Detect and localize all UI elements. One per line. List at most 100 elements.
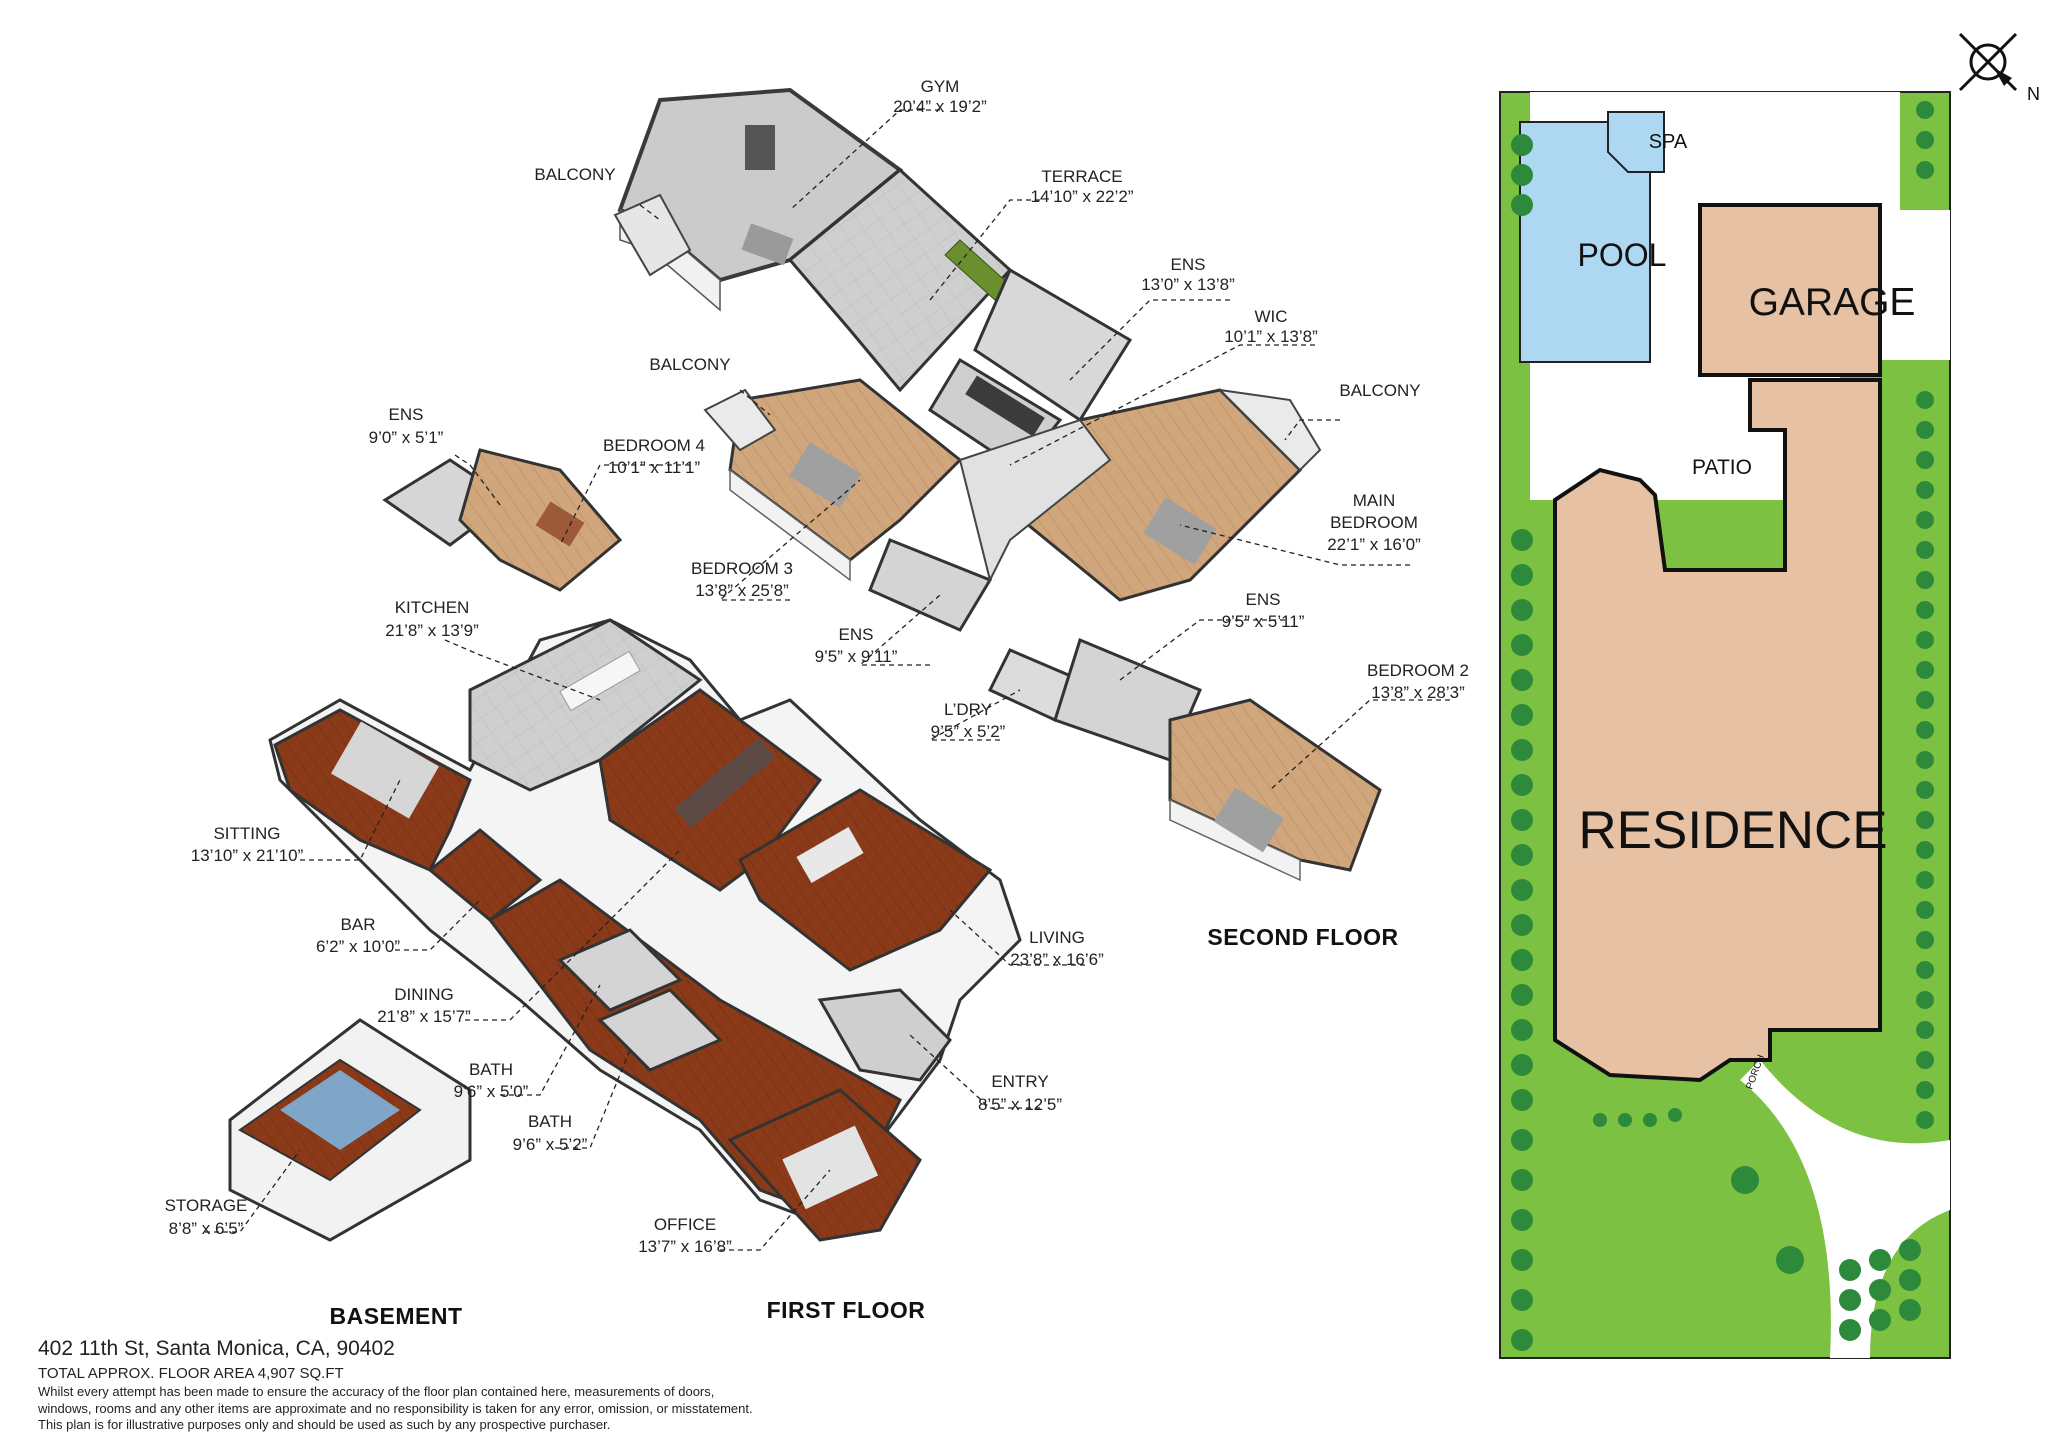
office-label: OFFICE bbox=[654, 1215, 716, 1234]
wic-label: WIC bbox=[1254, 307, 1287, 326]
compass-north-label: N bbox=[2027, 84, 2040, 104]
living-sofa bbox=[796, 827, 864, 883]
main-bedroom-dims: 22’1” x 16’0” bbox=[1327, 535, 1421, 554]
room-labels: GYM 20’4” x 19’2” BALCONY TERRACE 14’10”… bbox=[165, 77, 1469, 1256]
main-bedroom-label: MAIN bbox=[1353, 491, 1396, 510]
second-floor-plan bbox=[382, 87, 1382, 882]
ens-b4-dims: 9’0” x 5’1” bbox=[369, 428, 444, 447]
kitchen-dims: 21’8” x 13’9” bbox=[385, 621, 479, 640]
garage-building bbox=[1698, 203, 1882, 377]
office-rug bbox=[782, 1125, 879, 1210]
storage-label: STORAGE bbox=[165, 1196, 248, 1215]
bedroom-2-bed bbox=[1213, 787, 1285, 853]
compass-icon bbox=[1958, 32, 2018, 92]
bedroom-4-bed bbox=[535, 501, 585, 547]
dining-table bbox=[674, 737, 776, 829]
first-floor-title: FIRST FLOOR bbox=[767, 1297, 926, 1323]
ens-main-dims: 13’0” x 13’8” bbox=[1141, 275, 1235, 294]
bedroom-3-bed bbox=[788, 442, 862, 508]
second-floor-hallway bbox=[958, 418, 1112, 583]
bedroom4-label: BEDROOM 4 bbox=[603, 436, 705, 455]
storage-dims: 8’8” x 6’5” bbox=[169, 1219, 244, 1238]
bath-2-room bbox=[597, 988, 723, 1072]
gym-balcony bbox=[613, 193, 692, 277]
bath-1-room bbox=[557, 928, 683, 1012]
bedroom2-label: BEDROOM 2 bbox=[1367, 661, 1469, 680]
spa-label: SPA bbox=[1649, 131, 1688, 153]
bath1-label: BATH bbox=[469, 1060, 513, 1079]
ens-main-label: ENS bbox=[1171, 255, 1206, 274]
main-bedroom-balcony bbox=[1217, 388, 1322, 472]
entry-dims: 8’5” x 12’5” bbox=[978, 1095, 1062, 1114]
terrace-area bbox=[787, 168, 1013, 393]
balcony-gym-label: BALCONY bbox=[534, 165, 615, 184]
living-dims: 23’8” x 16’6” bbox=[1010, 950, 1104, 969]
kitchen-island bbox=[559, 650, 641, 712]
residence-building bbox=[1553, 378, 1882, 1083]
main-bedroom-bed bbox=[1143, 497, 1217, 565]
wic-dims: 10’1” x 13’8” bbox=[1224, 327, 1318, 346]
bar-label: BAR bbox=[341, 915, 376, 934]
living-label: LIVING bbox=[1029, 928, 1085, 947]
basement-title: BASEMENT bbox=[329, 1303, 462, 1329]
wic-shelving bbox=[965, 375, 1045, 437]
office-dims: 13’7” x 16’8” bbox=[638, 1237, 732, 1256]
bedroom2-dims: 13’8” x 28’3” bbox=[1371, 683, 1465, 702]
gym-label: GYM bbox=[921, 77, 960, 96]
bath2-label: BATH bbox=[528, 1112, 572, 1131]
bedroom4-dims: 10’1” x 11’1” bbox=[608, 458, 701, 477]
entry-label: ENTRY bbox=[991, 1072, 1048, 1091]
garage-label: GARAGE bbox=[1749, 281, 1916, 324]
hedge-trees bbox=[1511, 101, 1934, 1351]
bedroom-3-balcony bbox=[703, 388, 777, 452]
spa bbox=[1607, 111, 1665, 173]
bedroom3-dims: 13’8” x 25’8” bbox=[695, 581, 789, 600]
ens-b2-label: ENS bbox=[1246, 590, 1281, 609]
bedroom-3-wall bbox=[729, 468, 851, 582]
property-address: 402 11th St, Santa Monica, CA, 90402 bbox=[38, 1337, 395, 1360]
total-floor-area: TOTAL APPROX. FLOOR AREA 4,907 SQ.FT bbox=[38, 1365, 344, 1382]
residence-label: RESIDENCE bbox=[1578, 801, 1887, 860]
kitchen-label: KITCHEN bbox=[395, 598, 470, 617]
laundry-label: L’DRY bbox=[944, 700, 992, 719]
first-floor-plan bbox=[268, 618, 1022, 1242]
gym-equipment bbox=[745, 125, 775, 170]
living-room-floor bbox=[738, 788, 993, 972]
sitting-dims: 13’10” x 21’10” bbox=[191, 846, 304, 865]
terrace-label: TERRACE bbox=[1041, 167, 1122, 186]
laundry-dims: 9’5” x 5’2” bbox=[931, 722, 1006, 741]
bar-floor bbox=[427, 828, 543, 922]
ens-b4-label: ENS bbox=[389, 405, 424, 424]
leader-lines bbox=[205, 109, 1450, 1251]
terrace-planter bbox=[944, 239, 1011, 301]
front-walkway bbox=[1740, 1060, 1950, 1358]
basement-plan bbox=[228, 1018, 472, 1242]
second-floor-title: SECOND FLOOR bbox=[1207, 924, 1398, 950]
ens-b3-dims: 9’5” x 9’11” bbox=[815, 647, 898, 666]
balcony-main-label: BALCONY bbox=[1339, 381, 1420, 400]
bedroom-3-ensuite bbox=[868, 538, 993, 632]
gym-bed bbox=[741, 223, 794, 266]
entry-floor bbox=[817, 988, 952, 1082]
terrace-dims: 14’10” x 22’2” bbox=[1030, 187, 1133, 206]
gym-dims: 20’4” x 19’2” bbox=[893, 97, 987, 116]
dining-dims: 21’8” x 15’7” bbox=[377, 1007, 471, 1026]
disclaimer-line-3: This plan is for illustrative purposes o… bbox=[38, 1417, 611, 1432]
sitting-rug bbox=[331, 721, 439, 819]
balcony-b3-label: BALCONY bbox=[649, 355, 730, 374]
dining-label: DINING bbox=[394, 985, 454, 1004]
ens-b3-label: ENS bbox=[839, 625, 874, 644]
site-plan bbox=[1499, 32, 2018, 1359]
sitting-label: SITTING bbox=[213, 824, 280, 843]
footer: 402 11th St, Santa Monica, CA, 90402 TOT… bbox=[38, 1337, 938, 1434]
bath2-dims: 9’6” x 5’2” bbox=[513, 1135, 588, 1154]
patio-label: PATIO bbox=[1692, 456, 1752, 479]
bar-dims: 6’2” x 10’0” bbox=[316, 937, 400, 956]
bedroom3-label: BEDROOM 3 bbox=[691, 559, 793, 578]
pool-label: POOL bbox=[1578, 237, 1667, 273]
bath1-dims: 9’6” x 5’0” bbox=[454, 1082, 529, 1101]
basement-blue-floor bbox=[280, 1070, 400, 1150]
disclaimer-line-1: Whilst every attempt has been made to en… bbox=[38, 1384, 715, 1399]
ens-b2-dims: 9’5” x 5’11” bbox=[1222, 612, 1305, 631]
